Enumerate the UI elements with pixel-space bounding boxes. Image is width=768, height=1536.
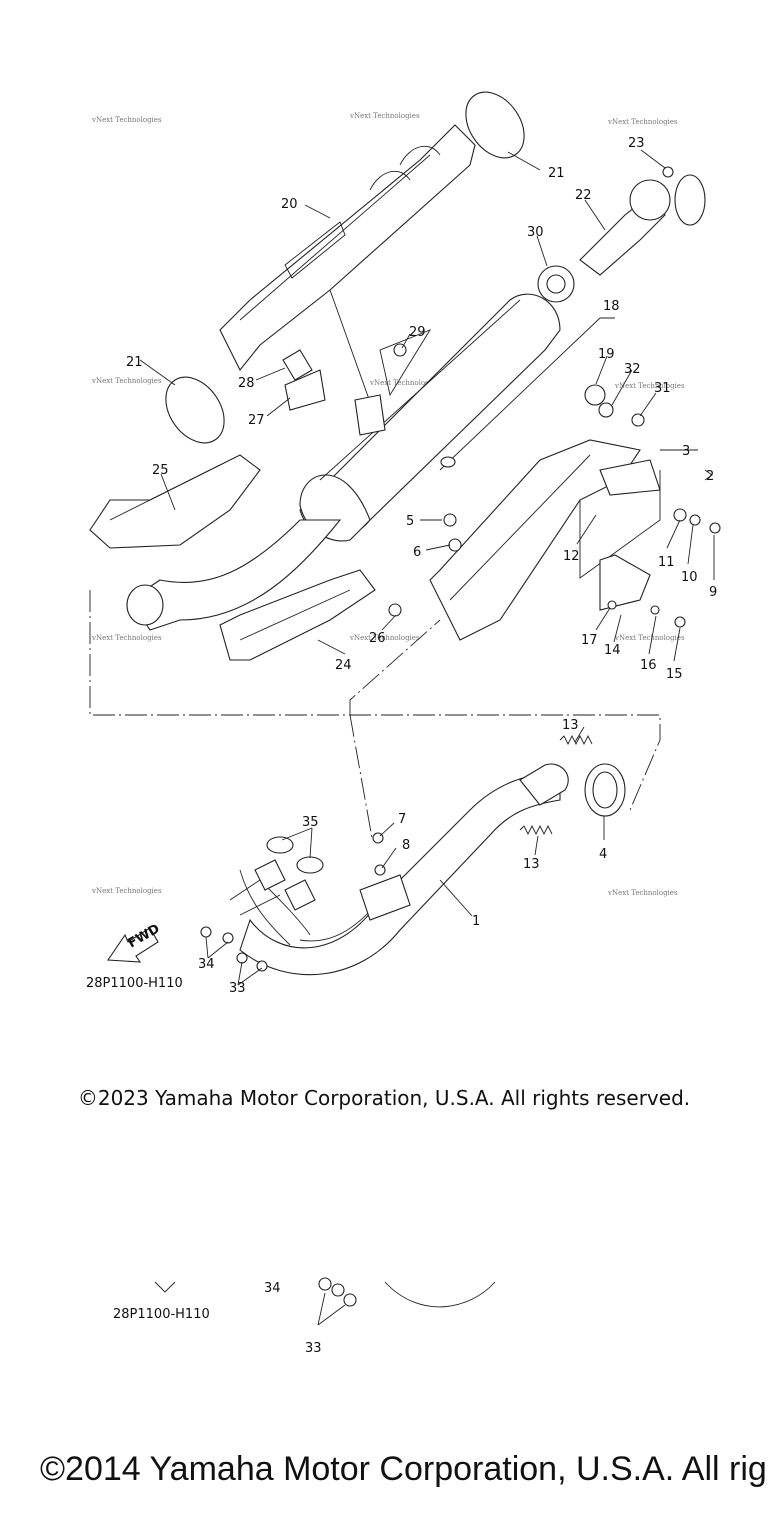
springs xyxy=(519,734,593,836)
copyright-notice-large: ©2014 Yamaha Motor Corporation, U.S.A. A… xyxy=(40,1450,767,1488)
callout-4: 4 xyxy=(599,847,607,862)
callout-29: 29 xyxy=(409,325,426,340)
callout-17: 17 xyxy=(581,633,598,648)
cropped-diagram-fragment: 34 33 28P1100-H110 xyxy=(113,1277,496,1356)
callout-10: 10 xyxy=(681,570,698,585)
callout-1: 1 xyxy=(472,914,480,929)
brackets xyxy=(429,439,661,641)
callout-31: 31 xyxy=(654,381,671,396)
crop-label-34: 34 xyxy=(264,1281,281,1296)
callout-5: 5 xyxy=(406,514,414,529)
callout-14: 14 xyxy=(604,643,621,658)
joint-pipe xyxy=(129,519,342,631)
watermark: vNext Technologies xyxy=(614,634,685,642)
callout-7: 7 xyxy=(398,812,406,827)
watermark: vNext Technologies xyxy=(614,382,685,390)
tail-pipe xyxy=(579,174,706,276)
assembly-lines xyxy=(89,289,661,839)
callout-20: 20 xyxy=(281,197,298,212)
callout-6: 6 xyxy=(413,545,421,560)
callout-24: 24 xyxy=(335,658,352,673)
leader-lines xyxy=(139,149,715,986)
callout-25: 25 xyxy=(152,463,169,478)
callout-34: 34 xyxy=(198,957,215,972)
diagram-code: 28P1100-H110 xyxy=(86,976,183,991)
callout-26: 26 xyxy=(369,631,386,646)
callout-33: 33 xyxy=(229,981,246,996)
callout-21: 21 xyxy=(548,166,565,181)
watermark: vNext Technologies xyxy=(349,112,420,120)
gasket-ring xyxy=(126,584,164,626)
hardware xyxy=(200,166,721,972)
callouts: 1 2 3 4 5 6 7 8 9 10 11 12 13 13 14 15 1… xyxy=(126,136,717,996)
watermark: vNext Technologies xyxy=(607,118,678,126)
callout-16: 16 xyxy=(640,658,657,673)
muffler xyxy=(299,293,561,542)
fwd-arrow: FWD xyxy=(107,921,163,963)
callout-23: 23 xyxy=(628,136,645,151)
callout-22: 22 xyxy=(575,188,592,203)
watermark: vNext Technologies xyxy=(91,116,162,124)
callout-27: 27 xyxy=(248,413,265,428)
heat-protector xyxy=(219,124,476,372)
clamp xyxy=(165,376,225,444)
crop-diagram-code: 28P1100-H110 xyxy=(113,1307,210,1322)
watermark: vNext Technologies xyxy=(349,634,420,642)
flanges xyxy=(229,836,324,916)
callout-19: 19 xyxy=(598,347,615,362)
exhaust-pipe xyxy=(239,763,569,976)
callout-13b: 13 xyxy=(523,857,540,872)
clamp xyxy=(465,91,525,159)
callout-18: 18 xyxy=(603,299,620,314)
callout-12: 12 xyxy=(563,549,580,564)
callout-35: 35 xyxy=(302,815,319,830)
callout-21b: 21 xyxy=(126,355,143,370)
callout-11: 11 xyxy=(658,555,675,570)
callout-32: 32 xyxy=(624,362,641,377)
copyright-notice: ©2023 Yamaha Motor Corporation, U.S.A. A… xyxy=(77,1086,691,1110)
callout-15: 15 xyxy=(666,667,683,682)
callout-3: 3 xyxy=(682,444,690,459)
callout-8: 8 xyxy=(402,838,410,853)
crop-label-33: 33 xyxy=(305,1341,322,1356)
callout-2: 2 xyxy=(706,469,714,484)
callout-28: 28 xyxy=(238,376,255,391)
exhaust-parts-diagram: vNext Technologies vNext Technologies vN… xyxy=(86,91,721,996)
nuts xyxy=(318,1277,357,1307)
watermark: vNext Technologies xyxy=(91,377,162,385)
watermark: vNext Technologies xyxy=(607,889,678,897)
callout-30: 30 xyxy=(527,225,544,240)
watermark: vNext Technologies xyxy=(369,379,440,387)
protectors xyxy=(89,454,376,661)
callout-9: 9 xyxy=(709,585,717,600)
callout-13: 13 xyxy=(562,718,579,733)
watermark: vNext Technologies xyxy=(91,634,162,642)
watermark: vNext Technologies xyxy=(91,887,162,895)
